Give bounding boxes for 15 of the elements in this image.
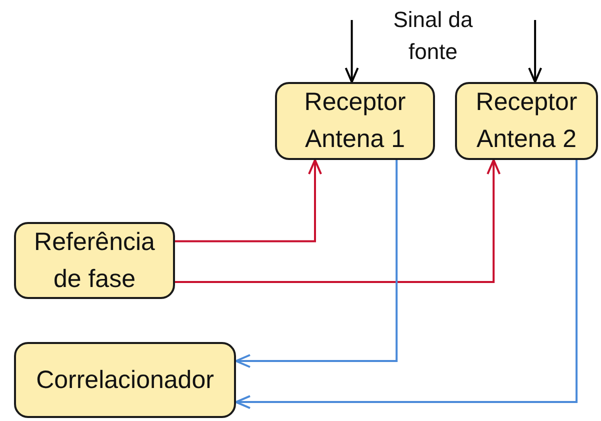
node-label: Receptor Antena 2	[474, 87, 578, 155]
arrow	[528, 20, 542, 83]
process-box	[14, 342, 236, 418]
arrow	[175, 159, 322, 242]
signal-label: Sinal da fonte	[392, 6, 474, 66]
process-box	[275, 82, 435, 160]
arrow	[235, 160, 398, 368]
node-label: Referência de fase	[33, 226, 156, 294]
process-box	[14, 222, 175, 299]
arrow	[175, 159, 501, 284]
arrow	[344, 20, 359, 83]
node-label: Correlacionador	[36, 364, 214, 396]
process-box	[455, 82, 598, 160]
node-label: Receptor Antena 1	[303, 87, 407, 155]
arrow	[235, 160, 578, 410]
